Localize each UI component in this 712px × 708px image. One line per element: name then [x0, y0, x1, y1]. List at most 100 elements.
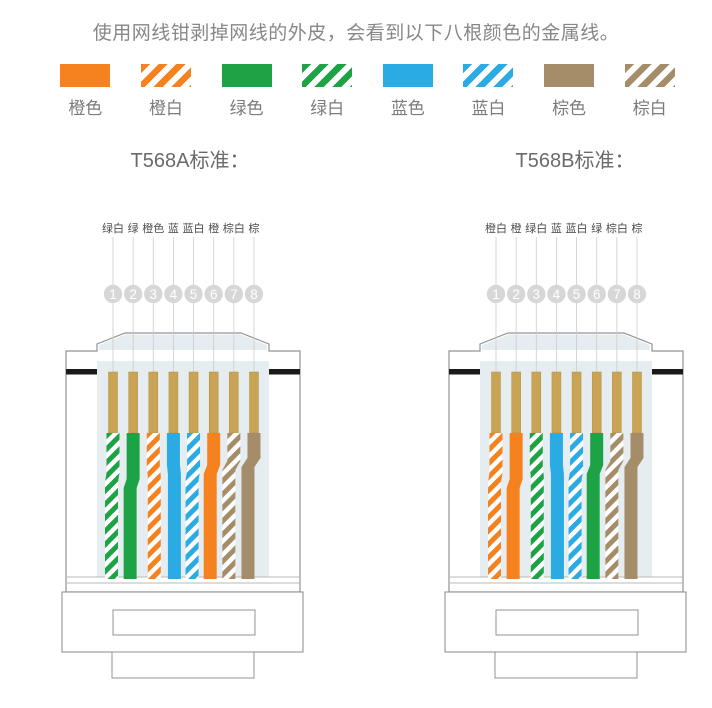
wire-orange-white: [146, 433, 161, 579]
pin-number: 2: [512, 287, 520, 302]
pin-number-badge: [184, 284, 203, 304]
pin-color-label: 棕白: [223, 221, 245, 235]
pin-color-label: 棕白: [606, 221, 628, 235]
legend-item: 绿白: [287, 64, 368, 119]
side-bar: [269, 369, 300, 375]
pin-contact: [188, 371, 199, 434]
pin-color-label: 橙: [208, 221, 219, 235]
section-heading-t568a: T568A标准：: [130, 150, 250, 172]
legend-item: 棕白: [609, 64, 690, 119]
cable-tab: [111, 651, 255, 679]
boot-window: [495, 609, 639, 636]
pin-contact: [148, 371, 159, 434]
pin-color-label: 橙色: [142, 221, 164, 235]
pin-color-label: 绿白: [525, 221, 547, 235]
pin-number-badge: [587, 284, 606, 304]
wire-brown-white: [222, 433, 241, 579]
pin-contact: [612, 371, 622, 434]
legend-swatch-striped: [302, 64, 353, 87]
legend-item: 蓝白: [448, 64, 529, 119]
pin-number-badge: [224, 284, 244, 304]
pin-contact: [491, 371, 501, 434]
legend-swatch-solid: [382, 64, 433, 87]
pin-contact: [591, 371, 602, 434]
legend-item: 橙白: [126, 64, 207, 119]
wire-green-white: [105, 433, 120, 579]
wire-green: [123, 433, 140, 579]
pin-number-badge: [567, 284, 586, 304]
pin-color-label: 棕: [248, 221, 259, 235]
pin-number: 6: [593, 287, 601, 302]
pin-contact: [511, 371, 521, 434]
legend-item: 绿色: [206, 64, 287, 119]
legend-label: 橙白: [148, 99, 183, 118]
legend-label: 蓝白: [471, 99, 506, 118]
pin-color-label: 蓝: [168, 222, 179, 235]
pin-number-badge: [486, 284, 506, 304]
pin-number: 7: [230, 287, 238, 302]
legend-label: 蓝色: [390, 99, 425, 118]
wire-blue: [166, 433, 181, 579]
pin-number-badge: [506, 284, 526, 304]
pin-number: 5: [573, 287, 581, 302]
side-bar: [449, 369, 480, 375]
cable-tab: [494, 651, 638, 679]
wire-orange: [506, 433, 523, 579]
pin-number: 3: [533, 287, 541, 302]
pin-color-label: 橙白: [485, 221, 507, 235]
legend-label: 橙色: [68, 99, 103, 118]
wire-green-white: [529, 433, 544, 579]
pin-contact: [632, 371, 642, 434]
pin-number: 7: [613, 287, 621, 302]
wire-orange-white: [488, 433, 503, 579]
legend-swatch-striped: [140, 64, 191, 87]
pin-contact: [168, 371, 179, 434]
side-bar: [66, 369, 97, 375]
pin-number-badge: [607, 284, 627, 304]
legend-item: 棕色: [529, 64, 610, 119]
pin-contact: [249, 371, 259, 434]
pin-color-label: 绿白: [102, 221, 124, 235]
legend-item: 蓝色: [368, 64, 449, 119]
legend-label: 绿白: [310, 99, 345, 118]
wire-orange: [203, 433, 221, 579]
side-bar: [652, 369, 683, 375]
pin-number-badge: [627, 284, 647, 304]
legend-swatch-solid: [221, 64, 272, 87]
pin-contact: [128, 371, 138, 434]
latch-shade: [482, 334, 650, 350]
legend-item: 橙色: [45, 64, 126, 119]
pin-color-label: 棕: [631, 221, 642, 235]
pin-color-label: 蓝白: [566, 221, 588, 235]
legend-label: 绿色: [229, 99, 264, 118]
pin-number-badge: [244, 284, 264, 304]
page-title: 使用网线钳剥掉网线的外皮，会看到以下八根颜色的金属线。: [92, 23, 620, 44]
pin-number-badge: [123, 284, 143, 304]
boot-window: [112, 609, 256, 636]
pin-number: 8: [250, 287, 258, 302]
pin-color-label: 蓝: [551, 222, 562, 235]
pin-number: 4: [170, 287, 178, 302]
pin-number: 2: [129, 287, 137, 302]
pin-number-badge: [204, 284, 223, 304]
pin-contact: [551, 371, 562, 434]
pin-number-badge: [547, 284, 566, 304]
pin-contact: [108, 371, 118, 434]
legend-swatch-striped: [463, 64, 514, 87]
pin-number: 8: [633, 287, 641, 302]
pin-number-badge: [164, 284, 183, 304]
legend-label: 棕色: [552, 99, 587, 118]
pin-number: 4: [553, 287, 561, 302]
pin-number-badge: [144, 284, 163, 304]
pin-number-badge: [527, 284, 546, 304]
pin-contact: [229, 371, 239, 434]
pin-number: 3: [150, 287, 158, 302]
wire-brown: [624, 433, 644, 579]
legend-swatch-striped: [624, 64, 675, 87]
legend-label: 棕白: [632, 99, 667, 118]
wire-blue-white: [568, 433, 584, 579]
pin-color-label: 橙: [511, 221, 522, 235]
pin-color-label: 绿: [128, 221, 139, 235]
wire-blue: [549, 433, 564, 579]
pin-color-label: 绿: [591, 221, 602, 235]
